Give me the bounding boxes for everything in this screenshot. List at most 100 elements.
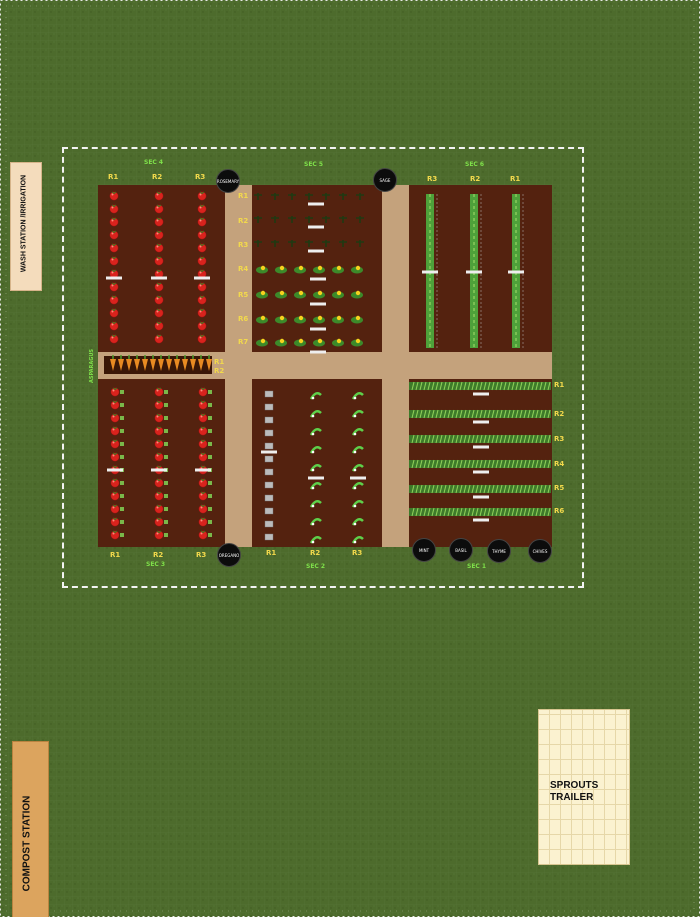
tomato-highlight <box>200 428 203 431</box>
carrot-plant <box>142 359 148 371</box>
squash-flower <box>260 290 266 296</box>
squash-flower <box>260 338 266 344</box>
green-row-blade <box>523 459 527 469</box>
green-row-blade <box>507 409 511 419</box>
green-row-blade <box>459 409 463 419</box>
tomato-stem <box>112 400 118 404</box>
green-row-blade <box>479 507 483 517</box>
squash-flower <box>355 265 361 271</box>
tomato-stem <box>111 217 117 221</box>
green-row-blade <box>443 459 447 469</box>
tomato-stem <box>156 256 162 260</box>
green-row-blade <box>411 409 415 419</box>
tomato-highlight <box>199 284 202 287</box>
green-row-blade <box>443 484 447 494</box>
tomato-stem <box>156 517 162 521</box>
carrot-plant <box>134 359 140 371</box>
leaf-bud <box>353 396 357 400</box>
pepper-plant <box>120 442 124 446</box>
tomato-stem <box>111 308 117 312</box>
cabbage-plant <box>264 442 274 450</box>
leaf-bud <box>311 486 315 490</box>
green-row-blade <box>479 381 483 391</box>
green-row-blade <box>471 484 475 494</box>
tomato-stem <box>156 504 162 508</box>
section-label-sec1: SEC 1 <box>467 563 487 570</box>
tomato-highlight <box>200 493 203 496</box>
tomato-stem <box>111 243 117 247</box>
green-row-blade <box>467 507 471 517</box>
plant-tag <box>106 276 122 280</box>
green-row-blade <box>443 381 447 391</box>
green-row-blade <box>439 484 443 494</box>
pepper-plant <box>164 442 168 446</box>
green-row-blade <box>427 484 431 494</box>
pepper-plant <box>208 494 212 498</box>
squash-flower <box>355 315 361 321</box>
green-row-blade <box>479 434 483 444</box>
seedling-plant <box>254 216 262 223</box>
plant-tag <box>473 495 489 499</box>
green-row-blade <box>495 484 499 494</box>
tomato-stem <box>112 387 118 391</box>
tomato-highlight <box>156 297 159 300</box>
green-row-blade <box>455 507 459 517</box>
green-row-blade <box>459 507 463 517</box>
green-row-blade <box>435 459 439 469</box>
garden-fence <box>62 147 584 588</box>
seedling-plant <box>305 240 313 247</box>
green-row <box>409 435 551 443</box>
tomato-highlight <box>156 428 159 431</box>
green-row-blade <box>507 507 511 517</box>
leaf-bud <box>311 450 315 454</box>
green-row-blade <box>423 434 427 444</box>
tomato-stem <box>111 256 117 260</box>
green-row-blade <box>503 381 507 391</box>
leaf-bud <box>311 432 315 436</box>
green-row-blade <box>447 381 451 391</box>
squash-flower <box>298 338 304 344</box>
green-row-blade <box>527 434 531 444</box>
green-row-blade <box>535 381 539 391</box>
green-row-blade <box>427 434 431 444</box>
pepper-plant <box>164 481 168 485</box>
tomato-highlight <box>111 193 114 196</box>
green-row-blade <box>411 484 415 494</box>
green-row-blade <box>479 459 483 469</box>
green-row-blade <box>419 507 423 517</box>
row-label: R3 <box>554 435 565 443</box>
tomato-stem <box>200 478 206 482</box>
row-label: R6 <box>554 507 565 515</box>
leaf-bud <box>311 396 315 400</box>
green-row-blade <box>455 409 459 419</box>
pepper-plant <box>208 481 212 485</box>
green-row-blade <box>463 507 467 517</box>
green-row-blade <box>459 434 463 444</box>
pepper-plant <box>120 429 124 433</box>
row-label: R7 <box>238 338 249 346</box>
green-row-blade <box>503 484 507 494</box>
green-row-blade <box>515 507 519 517</box>
green-row <box>409 508 551 516</box>
green-row-blade <box>411 507 415 517</box>
pepper-plant <box>208 455 212 459</box>
green-row-blade <box>547 434 551 444</box>
carrot-plant <box>174 359 180 371</box>
tomato-highlight <box>112 389 115 392</box>
asparagus-label: ASPARAGUS <box>89 348 95 384</box>
green-row-blade <box>543 409 547 419</box>
pepper-plant <box>164 403 168 407</box>
green-row-blade <box>419 434 423 444</box>
green-row <box>409 382 551 390</box>
tomato-stem <box>200 465 206 469</box>
tomato-highlight <box>112 519 115 522</box>
tomato-highlight <box>112 402 115 405</box>
green-row-blade <box>415 381 419 391</box>
green-row-blade <box>443 507 447 517</box>
tomato-stem <box>156 321 162 325</box>
squash-flower <box>317 315 323 321</box>
green-row-blade <box>531 459 535 469</box>
carrot-plant <box>110 359 116 371</box>
green-row-blade <box>447 484 451 494</box>
tomato-stem <box>199 308 205 312</box>
